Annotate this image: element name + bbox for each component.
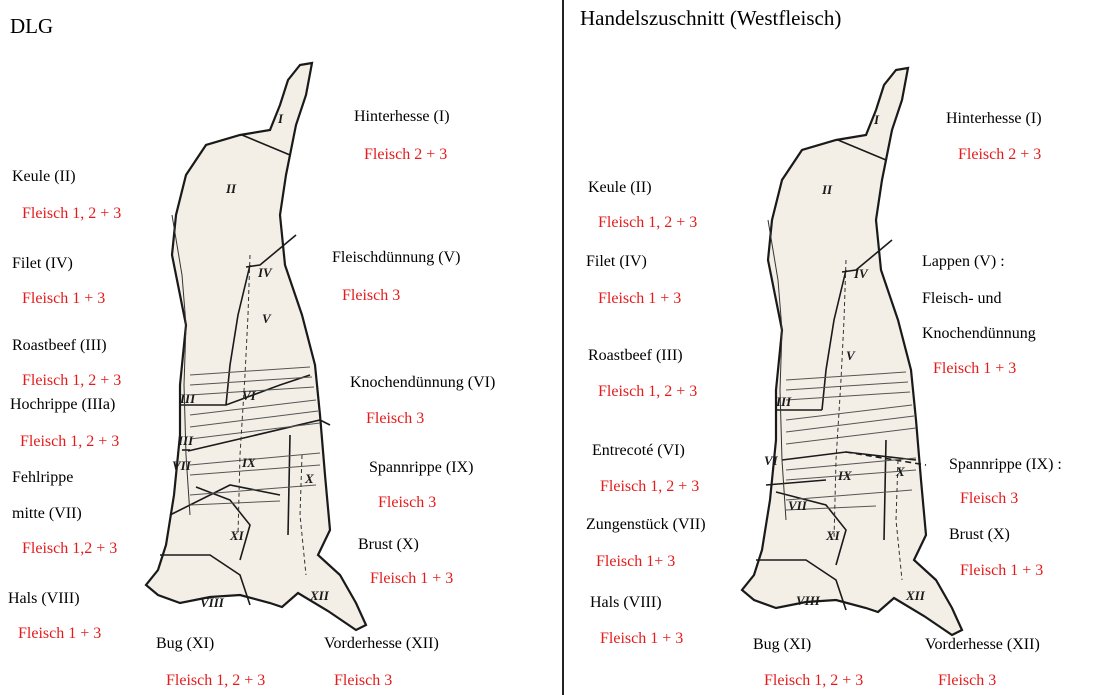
numeral-VI: VI [764,453,779,468]
label-brust: Brust (X) [949,526,1010,544]
label-lappen-line1: Lappen (V) : [922,253,1005,271]
label-hals: Hals (VIII) [8,590,80,608]
grade-spannrippe: Fleisch 3 [960,490,1018,508]
panel-divider [562,0,564,695]
numeral-VII: VII [788,498,808,513]
numeral-II: II [821,182,833,197]
numeral-VIII: VIII [796,593,821,608]
label-brust: Brust (X) [358,536,419,554]
grade-brust: Fleisch 1 + 3 [370,570,453,588]
grade-hals: Fleisch 1 + 3 [600,630,683,648]
grade-vorderhesse: Fleisch 3 [334,672,392,690]
grade-hochrippe: Fleisch 1, 2 + 3 [20,433,119,451]
label-keule: Keule (II) [588,179,652,197]
label-bug: Bug (XI) [753,636,811,654]
label-lappen-line2: Fleisch- und [922,290,1002,308]
label-bug: Bug (XI) [156,635,214,653]
grade-filet: Fleisch 1 + 3 [598,290,681,308]
label-keule: Keule (II) [12,168,76,186]
label-hinterhesse: Hinterhesse (I) [354,108,450,126]
label-fehlrippe-line2: mitte (VII) [12,505,82,523]
numeral-XI: XI [825,528,841,543]
numeral-V: V [846,348,856,363]
numeral-IIIa: III [177,433,194,448]
numeral-XII: XII [309,588,330,603]
grade-roastbeef: Fleisch 1, 2 + 3 [22,372,121,390]
grade-filet: Fleisch 1 + 3 [22,290,105,308]
numeral-VII: VII [172,458,192,473]
label-hochrippe: Hochrippe (IIIa) [10,396,115,414]
numeral-IV: IV [257,265,273,280]
numeral-III: III [179,391,196,406]
label-filet: Filet (IV) [12,255,73,273]
grade-zungenstueck: Fleisch 1+ 3 [596,553,675,571]
label-knochenduennung: Knochendünnung (VI) [350,374,495,392]
dlg-title: DLG [10,14,53,39]
grade-bug: Fleisch 1, 2 + 3 [764,672,863,690]
grade-fleischduennung: Fleisch 3 [342,287,400,305]
label-zungenstueck: Zungenstück (VII) [586,516,706,534]
grade-entrecote: Fleisch 1, 2 + 3 [600,478,699,496]
numeral-II: II [225,181,237,196]
label-entrecote: Entrecoté (VI) [592,442,685,460]
label-fehlrippe-line1: Fehlrippe [12,469,73,487]
grade-roastbeef: Fleisch 1, 2 + 3 [598,383,697,401]
numeral-X: X [304,471,314,486]
grade-keule: Fleisch 1, 2 + 3 [22,205,121,223]
grade-lappen: Fleisch 1 + 3 [933,360,1016,378]
westfleisch-panel: Handelszuschnitt (Westfleisch) [566,0,1108,695]
grade-hinterhesse: Fleisch 2 + 3 [958,146,1041,164]
label-vorderhesse: Vorderhesse (XII) [324,635,439,653]
numeral-VI: VI [242,388,257,403]
numeral-IX: IX [241,455,256,470]
numeral-XI: XI [229,528,245,543]
dlg-panel: DLG I II IV V [0,0,560,695]
grade-vorderhesse: Fleisch 3 [938,672,996,690]
label-roastbeef: Roastbeef (III) [588,347,683,365]
label-roastbeef: Roastbeef (III) [12,337,107,355]
numeral-I: I [873,112,880,127]
numeral-VIII: VIII [200,595,225,610]
label-fleischduennung: Fleischdünnung (V) [332,249,460,267]
numeral-IX: IX [837,468,852,483]
numeral-XII: XII [905,588,926,603]
grade-hals: Fleisch 1 + 3 [18,625,101,643]
label-vorderhesse: Vorderhesse (XII) [925,636,1040,654]
grade-bug: Fleisch 1, 2 + 3 [166,672,265,690]
label-hinterhesse: Hinterhesse (I) [946,110,1042,128]
numeral-V: V [262,311,272,326]
numeral-X: X [895,464,905,479]
grade-hinterhesse: Fleisch 2 + 3 [364,146,447,164]
label-lappen-line3: Knochendünnung [922,325,1036,343]
numeral-IV: IV [853,266,869,281]
label-filet: Filet (IV) [586,253,647,271]
grade-spannrippe: Fleisch 3 [378,494,436,512]
westfleisch-title: Handelszuschnitt (Westfleisch) [580,6,841,31]
numeral-III: III [775,394,792,409]
grade-keule: Fleisch 1, 2 + 3 [598,214,697,232]
label-hals: Hals (VIII) [590,594,662,612]
carcass-outline [146,63,366,630]
label-spannrippe: Spannrippe (IX) [369,459,473,477]
label-spannrippe: Spannrippe (IX) : [949,456,1062,474]
grade-knochenduennung: Fleisch 3 [366,410,424,428]
grade-brust: Fleisch 1 + 3 [960,562,1043,580]
grade-fehlrippe: Fleisch 1,2 + 3 [22,540,117,558]
dlg-carcass-diagram: I II IV V III VI III VII IX X XI XII VII… [130,55,400,690]
numeral-I: I [277,111,284,126]
